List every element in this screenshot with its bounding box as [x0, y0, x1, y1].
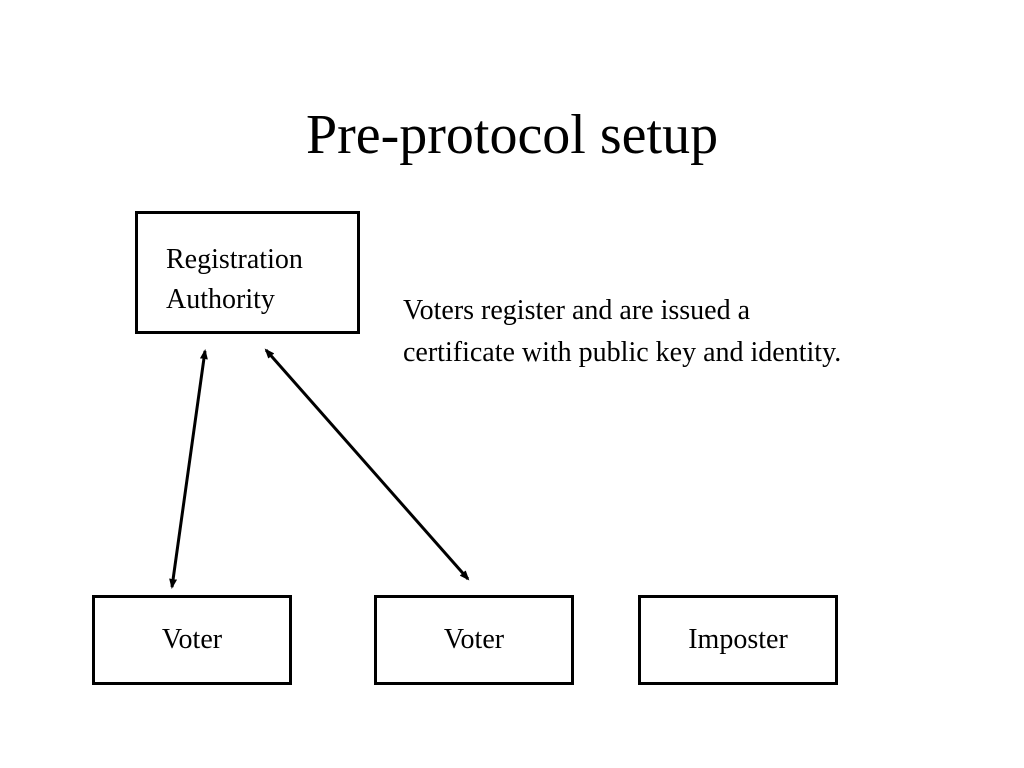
setup-description-line2: certificate with public key and identity…	[403, 337, 842, 368]
arrow-ra-to-voter-1	[169, 349, 208, 589]
voter-box-1: Voter	[92, 595, 292, 685]
voter-label-2: Voter	[443, 624, 505, 655]
registration-authority-box: Registration Authority	[135, 211, 360, 334]
voter-label-1: Voter	[161, 624, 223, 655]
imposter-label: Imposter	[688, 624, 788, 655]
setup-description: Voters register and are issued a certifi…	[403, 290, 1003, 374]
imposter-box: Imposter	[638, 595, 838, 685]
slide-title: Pre-protocol setup	[305, 104, 719, 166]
setup-description-line1: Voters register and are issued a	[403, 295, 751, 326]
voter-box-2: Voter	[374, 595, 574, 685]
registration-authority-label-line1: Registration	[166, 244, 303, 275]
registration-authority-label-line2: Authority	[166, 284, 275, 315]
arrow-ra-to-voter-2	[264, 348, 470, 581]
